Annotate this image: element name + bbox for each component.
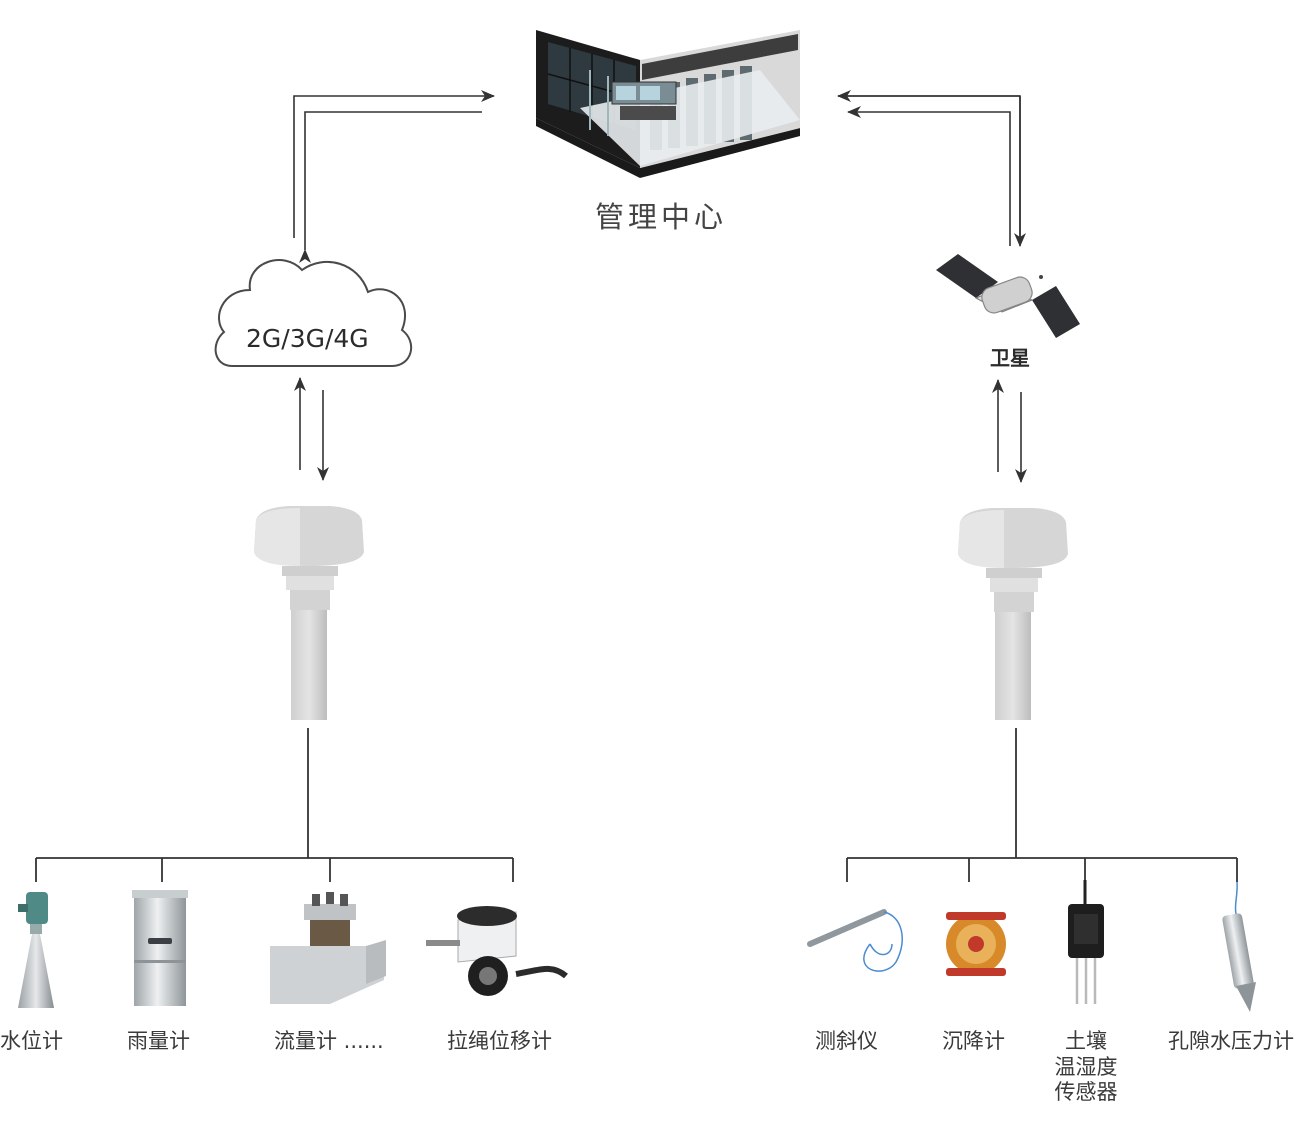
water-level-gauge-label: 水位计 [0, 1029, 63, 1053]
soil-moisture-sensor-image [1068, 880, 1104, 1004]
inclinometer-image [807, 909, 903, 972]
settlement-gauge-label: 沉降计 [942, 1029, 1005, 1053]
rain-gauge-image [132, 890, 188, 1006]
rain-gauge-label: 雨量计 [127, 1029, 190, 1053]
management-center-image [536, 30, 800, 178]
left-antenna-image [254, 506, 364, 720]
piezometer-image [1222, 881, 1256, 1012]
satellite-label: 卫星 [990, 346, 1030, 370]
piezometer-label: 孔隙水压力计 [1168, 1029, 1294, 1053]
cellular-network-label: 2G/3G/4G [246, 324, 369, 353]
inclinometer-label: 测斜仪 [815, 1029, 878, 1053]
management-center-label: 管理中心 [595, 200, 728, 234]
center-cloud-link [293, 90, 495, 263]
center-satellite-link [837, 90, 1026, 247]
satellite-icon [936, 254, 1080, 338]
satellite-antenna-link [992, 379, 1027, 483]
soil-label-line-2: 温湿度 [1054, 1054, 1118, 1079]
draw-wire-displacement-image [426, 906, 568, 996]
settlement-gauge-image [946, 912, 1006, 976]
soil-moisture-sensor-label: 土壤 温湿度 传感器 [1052, 1029, 1120, 1106]
soil-label-line-1: 土壤 [1065, 1029, 1107, 1053]
right-antenna-image [958, 508, 1068, 720]
water-level-gauge-image [18, 892, 54, 1008]
draw-wire-displacement-label: 拉绳位移计 [447, 1029, 552, 1053]
left-sensor-bus [35, 728, 514, 882]
right-sensor-bus [846, 728, 1238, 882]
cloud-antenna-link [294, 377, 329, 481]
flow-meter-image [270, 892, 386, 1004]
cloud-icon [214, 259, 412, 367]
flow-meter-label: 流量计 ...... [274, 1029, 384, 1053]
soil-label-line-3: 传感器 [1054, 1080, 1118, 1105]
